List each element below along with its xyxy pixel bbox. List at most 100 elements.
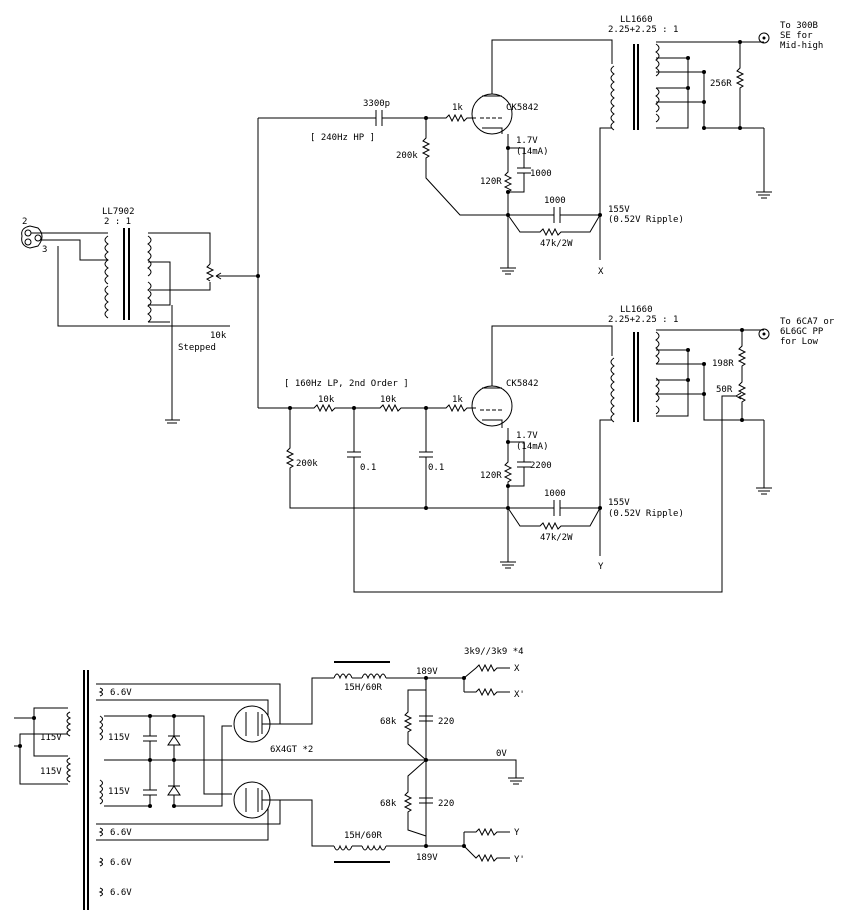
rectifier-tube-1 xyxy=(233,677,334,743)
load-resistor-2 xyxy=(735,328,747,422)
cb2-value: 1000 xyxy=(544,489,566,499)
secondary2-label: 115V xyxy=(108,787,130,797)
node-x: X xyxy=(598,267,604,277)
heater-wiring xyxy=(96,683,281,841)
out-yp-label: Y' xyxy=(514,855,525,865)
input-transformer xyxy=(104,228,152,323)
load2b-value: 50R xyxy=(716,385,733,395)
input-wiring xyxy=(31,232,230,424)
bypass-cap-1 xyxy=(508,207,600,223)
grid2-value: 1k xyxy=(452,395,463,405)
ck2-value: 2200 xyxy=(530,461,552,471)
tube-ck5842-2 xyxy=(471,325,513,428)
b1-voltage: 155V xyxy=(608,205,630,215)
split-bus xyxy=(256,117,360,409)
out2-dest-line3: for Low xyxy=(780,337,819,347)
b-plus-2 xyxy=(598,419,612,556)
b2-ripple: (0.52V Ripple) xyxy=(608,509,684,519)
fcap1-value: 220 xyxy=(438,717,454,727)
xlr-input-connector xyxy=(21,225,43,249)
choke2-label: 15H/60R xyxy=(344,831,383,841)
secondary1-label: 115V xyxy=(108,733,130,743)
input-pot xyxy=(205,263,258,282)
bleeder2-value: 68k xyxy=(380,799,397,809)
bplus-label: 189V xyxy=(416,667,438,677)
heater2-label: 6.6V xyxy=(110,828,132,838)
rectifier-stack xyxy=(104,714,426,808)
lp-filter xyxy=(285,395,736,593)
input-transformer-ratio: 2 : 1 xyxy=(104,217,131,227)
tube2-current: (14mA) xyxy=(516,442,549,452)
fcap2-value: 220 xyxy=(438,799,454,809)
ot1-label: LL1660 xyxy=(620,15,653,25)
input-transformer-label: LL7902 xyxy=(102,207,135,217)
tube1-voltage: 1.7V xyxy=(516,136,538,146)
lp-note: [ 160Hz LP, 2nd Order ] xyxy=(284,379,409,389)
dropping-label: 3k9//3k9 *4 xyxy=(464,647,524,657)
filter-network xyxy=(403,676,524,848)
rectifier-tube-2 xyxy=(233,781,334,847)
b2-voltage: 155V xyxy=(608,498,630,508)
out1-dest-line2: SE for xyxy=(780,31,813,41)
output-transformer-2 xyxy=(498,325,764,423)
out1-dest-line1: To 300B xyxy=(780,21,818,31)
ot2-ratio: 2.25+2.25 : 1 xyxy=(608,315,678,325)
load2-value: 198R xyxy=(712,359,734,369)
ot2-label: LL1660 xyxy=(620,305,653,315)
primary1-label: 115V xyxy=(40,733,62,743)
cb1-value: 1000 xyxy=(544,196,566,206)
cathode-network-1 xyxy=(500,134,531,275)
hp-resistor xyxy=(421,116,508,216)
heater4-label: 6.6V xyxy=(110,888,132,898)
hp-capacitor xyxy=(360,110,426,126)
lp-rg-value: 200k xyxy=(296,459,318,469)
out-y-label: Y xyxy=(514,828,520,838)
primary2-label: 115V xyxy=(40,767,62,777)
feedback-resistor-1 xyxy=(507,214,601,237)
pin-3-label: 3 xyxy=(42,245,47,255)
choke-2 xyxy=(333,844,426,863)
b1-ripple: (0.52V Ripple) xyxy=(608,215,684,225)
grid1-value: 1k xyxy=(452,103,463,113)
pot-type: Stepped xyxy=(178,343,216,353)
rectifier-label: 6X4GT *2 xyxy=(270,745,313,755)
mains-input xyxy=(14,707,68,785)
lp-c1-value: 0.1 xyxy=(360,463,376,473)
dropping-resistors xyxy=(426,663,510,863)
pin-2-label: 2 xyxy=(22,217,27,227)
lp-c2-value: 0.1 xyxy=(428,463,444,473)
hp-note: [ 240Hz HP ] xyxy=(310,133,375,143)
tube1-label: CK5842 xyxy=(506,103,539,113)
choke1-label: 15H/60R xyxy=(344,683,383,693)
output-transformer-1 xyxy=(498,39,764,131)
b-plus-1 xyxy=(598,127,612,260)
out1-dest-line3: Mid-high xyxy=(780,41,823,51)
zero-volt-label: 0V xyxy=(496,749,507,759)
choke-1 xyxy=(333,661,426,680)
node-y: Y xyxy=(598,562,604,572)
rk1-value: 120R xyxy=(480,177,502,187)
tube-ck5842-1 xyxy=(471,39,513,135)
feedback-resistor-2 xyxy=(507,507,601,531)
lp-r2-value: 10k xyxy=(380,395,397,405)
output-jack-1 xyxy=(756,32,772,199)
tube2-label: CK5842 xyxy=(506,379,539,389)
rk2-value: 120R xyxy=(480,471,502,481)
grid-resistor-1 xyxy=(426,113,476,123)
rf1-value: 47k/2W xyxy=(540,239,573,249)
power-transformer xyxy=(66,670,103,910)
out2-dest-line2: 6L6GC PP xyxy=(780,327,824,337)
rf2-value: 47k/2W xyxy=(540,533,573,543)
ck1-value: 1000 xyxy=(530,169,552,179)
bminus-label: 189V xyxy=(416,853,438,863)
heater3-label: 6.6V xyxy=(110,858,132,868)
bypass-cap-2 xyxy=(508,500,600,516)
out2-dest-line1: To 6CA7 or xyxy=(780,317,835,327)
out-xp-label: X' xyxy=(514,690,525,700)
lp-r1-value: 10k xyxy=(318,395,335,405)
tube1-current: (14mA) xyxy=(516,147,549,157)
tube2-voltage: 1.7V xyxy=(516,431,538,441)
pot-value: 10k xyxy=(210,331,227,341)
heater1-label: 6.6V xyxy=(110,688,132,698)
